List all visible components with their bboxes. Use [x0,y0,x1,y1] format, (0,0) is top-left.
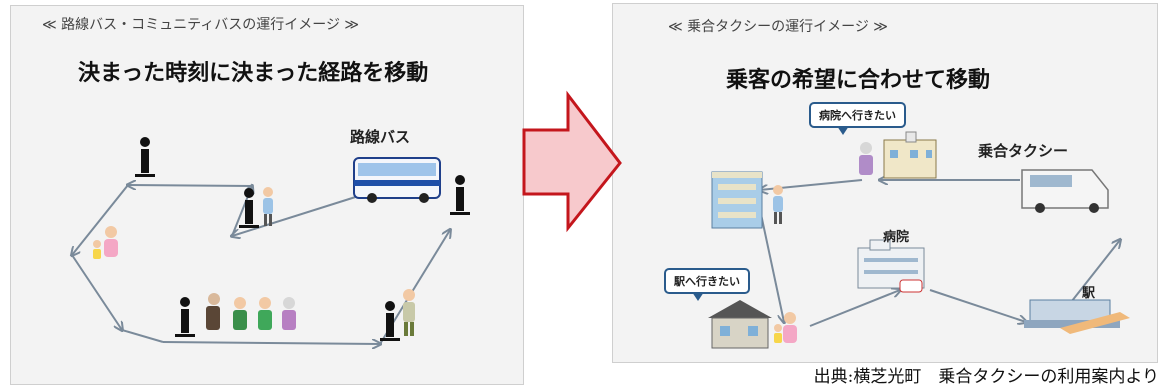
person-icon [773,185,783,224]
shared-taxi-title: 乗客の希望に合わせて移動 [726,68,991,93]
person-icon [263,187,273,226]
shared-taxi-label: 乗合タクシー [978,142,1069,160]
taxi-van-icon [1021,169,1109,213]
person-icon [233,297,247,330]
person-icon [774,312,797,343]
hospital-building-icon [857,239,925,293]
taxi-route-arrows [757,180,1120,327]
shared-taxi-header: ≪ 乗合タクシーの運行イメージ ≫ [668,19,888,35]
station-label: 駅 [1082,286,1096,301]
transition-arrow-icon [522,90,622,233]
bus-stop-icon [239,188,259,228]
bus-icon [353,157,441,203]
taxi-route-6 [1067,240,1120,307]
person-icon [206,293,220,330]
route-arrow-5 [71,254,122,330]
person-icon [403,289,415,336]
taxi-route-4 [809,290,900,327]
office-building-icon [711,171,763,229]
hospital-label: 病院 [883,230,910,245]
house-icon [708,300,772,349]
route-arrow-3 [128,185,253,186]
train-station-icon [1024,299,1130,334]
person-icon [258,297,272,330]
person-icon [859,142,873,175]
route-arrow-6 [162,342,380,344]
speech-bubble-hospital: 病院へ行きたい [809,102,906,135]
route-bus-title: 決まった時刻に決まった経路を移動 [78,61,429,86]
source-caption: 出典:横芝光町 乗合タクシーの利用案内より [813,367,1159,387]
route-arrow-6a [121,329,164,343]
route-arrow-1 [232,193,366,236]
person-icon [282,297,296,330]
bus-stop-icon [135,137,155,177]
taxi-route-5 [929,289,1026,322]
clinic-building-icon [883,131,937,179]
bus-stop-icon [175,297,195,337]
route-bus-label: 路線バス [350,128,411,146]
bus-stop-icon [450,175,470,215]
speech-bubble-station: 駅へ行きたい [664,268,750,301]
person-icon [93,226,118,259]
route-bus-header: ≪ 路線バス・コミュニティバスの運行イメージ ≫ [42,17,360,33]
route-arrow-4 [72,184,129,255]
bus-stop-icon [380,301,400,341]
